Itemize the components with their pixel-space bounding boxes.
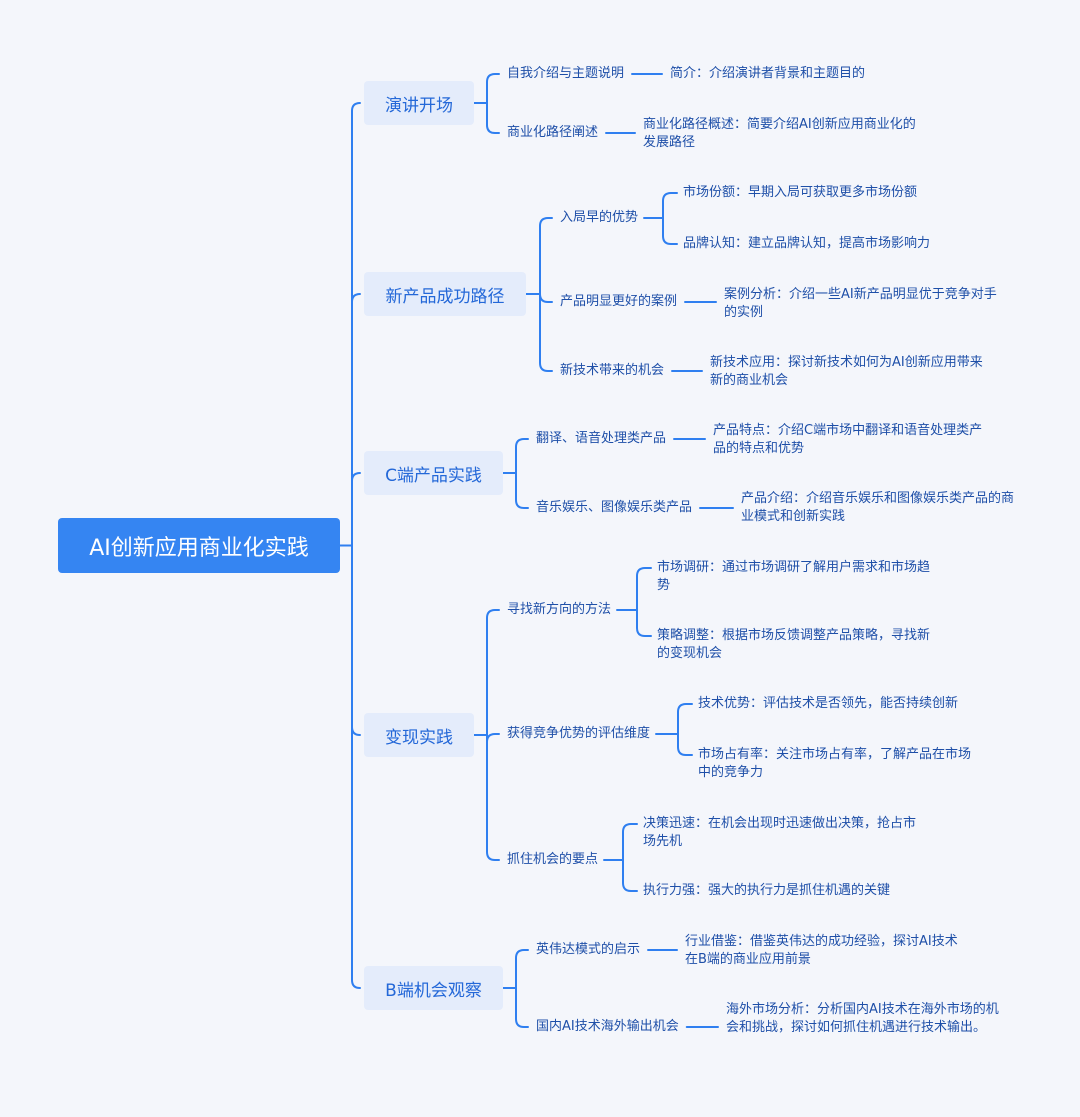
leaf-node[interactable]: 行业借鉴：借鉴英伟达的成功经验，探讨AI技术在B端的商业应用前景 xyxy=(685,934,958,967)
leaf-node[interactable]: 产品介绍：介绍音乐娱乐和图像娱乐类产品的商业模式和创新实践 xyxy=(741,491,1015,524)
leaf-node[interactable]: 执行力强：强大的执行力是抓住机遇的关键 xyxy=(643,883,891,898)
leaf-node[interactable]: 新技术应用：探讨新技术如何为AI创新应用带来新的商业机会 xyxy=(710,355,983,388)
branch-connector xyxy=(502,949,529,1028)
root-connector xyxy=(339,102,361,989)
sub-node[interactable]: 寻找新方向的方法 xyxy=(507,602,612,617)
branch-node[interactable]: 变现实践 xyxy=(364,713,474,757)
sub-node[interactable]: 英伟达模式的启示 xyxy=(536,942,641,957)
branch-node[interactable]: 新产品成功路径 xyxy=(364,272,526,316)
leaf-node[interactable]: 海外市场分析：分析国内AI技术在海外市场的机会和挑战，探讨如何抓住机遇进行技术输… xyxy=(726,1002,999,1035)
leaf-node[interactable]: 商业化路径概述：简要介绍AI创新应用商业化的发展路径 xyxy=(643,117,916,150)
branch-connector xyxy=(473,609,500,861)
sub-node[interactable]: 产品明显更好的案例 xyxy=(560,294,678,309)
sub-node[interactable]: 国内AI技术海外输出机会 xyxy=(536,1019,679,1034)
sub-node[interactable]: 翻译、语音处理类产品 xyxy=(536,431,667,446)
sub-node[interactable]: 入局早的优势 xyxy=(560,210,639,225)
sub-node[interactable]: 商业化路径阐述 xyxy=(507,125,599,140)
leaf-connector xyxy=(643,192,678,245)
leaf-node[interactable]: 简介：介绍演讲者背景和主题目的 xyxy=(670,66,866,81)
leaf-node[interactable]: 品牌认知：建立品牌认知，提高市场影响力 xyxy=(683,236,931,251)
leaf-connector xyxy=(603,823,638,892)
leaf-node[interactable]: 产品特点：介绍C端市场中翻译和语音处理类产品的特点和优势 xyxy=(713,423,983,456)
branch-node[interactable]: 演讲开场 xyxy=(364,81,474,125)
branch-node[interactable]: B端机会观察 xyxy=(364,966,503,1010)
leaf-node[interactable]: 技术优势：评估技术是否领先，能否持续创新 xyxy=(698,696,959,711)
sub-node[interactable]: 音乐娱乐、图像娱乐类产品 xyxy=(536,500,693,515)
branch-node[interactable]: C端产品实践 xyxy=(364,451,503,495)
leaf-node[interactable]: 市场占有率：关注市场占有率，了解产品在市场中的竞争力 xyxy=(698,747,972,780)
leaf-node[interactable]: 策略调整：根据市场反馈调整产品策略，寻找新的变现机会 xyxy=(657,628,931,661)
leaf-node[interactable]: 市场调研：通过市场调研了解用户需求和市场趋势 xyxy=(657,560,931,593)
leaf-node[interactable]: 案例分析：介绍一些AI新产品明显优于竞争对手的实例 xyxy=(724,287,997,320)
sub-node[interactable]: 自我介绍与主题说明 xyxy=(507,66,625,81)
branch-connector xyxy=(525,217,553,372)
leaf-node[interactable]: 决策迅速：在机会出现时迅速做出决策，抢占市场先机 xyxy=(643,816,917,849)
sub-node[interactable]: 获得竞争优势的评估维度 xyxy=(507,726,651,741)
root-node[interactable]: AI创新应用商业化实践 xyxy=(58,518,340,573)
leaf-connector xyxy=(655,703,693,756)
branch-connector xyxy=(502,438,529,509)
sub-node[interactable]: 抓住机会的要点 xyxy=(507,852,599,867)
leaf-node[interactable]: 市场份额：早期入局可获取更多市场份额 xyxy=(683,185,918,200)
sub-node[interactable]: 新技术带来的机会 xyxy=(560,363,665,378)
leaf-connector xyxy=(616,567,652,637)
branch-connector xyxy=(473,73,500,134)
